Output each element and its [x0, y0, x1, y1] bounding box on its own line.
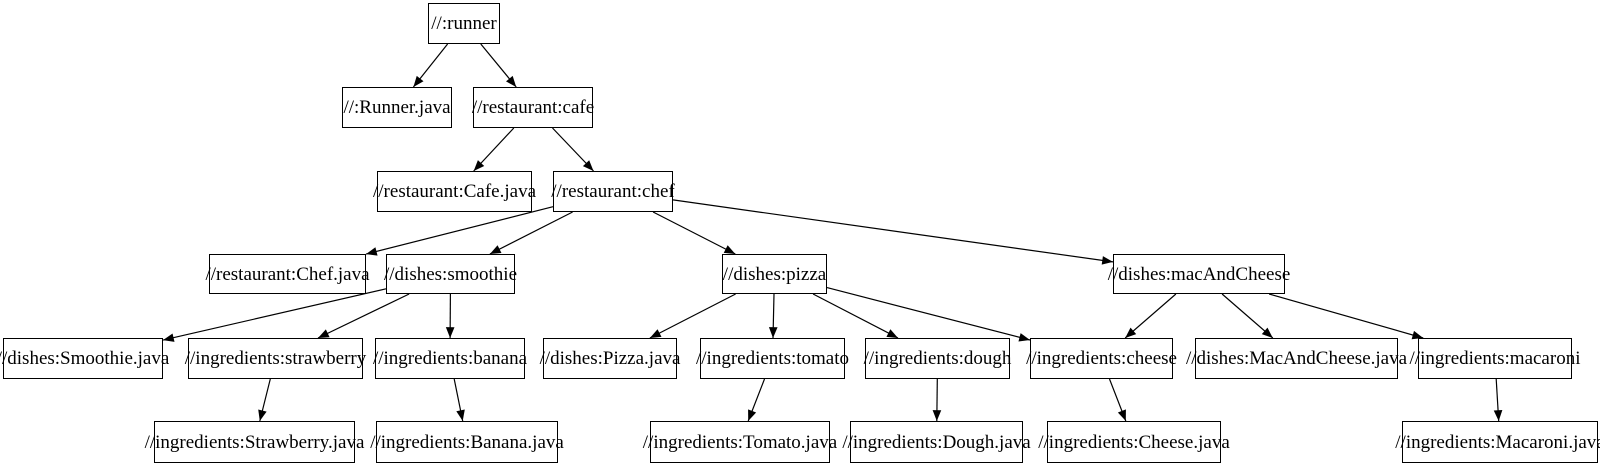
graph-node-dough: //ingredients:dough	[863, 338, 1012, 379]
graph-edge-cafe-to-cafe_java	[473, 127, 515, 172]
graph-node-label: //:Runner.java	[343, 97, 451, 118]
graph-node-label: //restaurant:cafe	[471, 97, 595, 118]
graph-node-mac_and_cheese_java: //dishes:MacAndCheese.java	[1186, 338, 1407, 379]
graph-edge-tomato-to-tomato_java	[747, 378, 766, 422]
graph-node-label: //ingredients:macaroni	[1409, 348, 1581, 369]
graph-node-label: //:runner	[431, 13, 497, 34]
graph-node-label: //ingredients:strawberry	[184, 348, 367, 369]
graph-node-label: //restaurant:chef	[551, 181, 675, 202]
graph-node-label: //dishes:pizza	[722, 263, 827, 285]
graph-edge-strawberry-to-strawberry_java	[258, 378, 271, 422]
graph-node-tomato_java: //ingredients:Tomato.java	[643, 421, 837, 463]
graph-edge-runner-to-runner_java	[412, 43, 449, 88]
graph-node-label: //ingredients:banana	[372, 348, 528, 369]
graph-node-runner_java: //:Runner.java	[342, 87, 452, 128]
graph-edge-banana-to-banana_java	[453, 378, 465, 422]
graph-node-label: //ingredients:Dough.java	[842, 431, 1031, 453]
graph-edge-chef-to-smoothie	[489, 211, 573, 255]
graph-node-label: //dishes:macAndCheese	[1107, 263, 1291, 285]
graph-node-strawberry_java: //ingredients:Strawberry.java	[145, 421, 364, 463]
graph-edge-smoothie-to-smoothie_java	[162, 288, 387, 342]
graph-node-label: //ingredients:Banana.java	[370, 431, 564, 453]
graph-edge-smoothie-to-strawberry	[317, 293, 410, 339]
graph-node-chef: //restaurant:chef	[551, 171, 675, 212]
graph-node-smoothie: //dishes:smoothie	[384, 254, 517, 294]
graph-node-dough_java: //ingredients:Dough.java	[842, 421, 1031, 463]
graph-node-label: //restaurant:Cafe.java	[373, 181, 537, 202]
graph-edge-mac_and_cheese-to-cheese	[1124, 293, 1177, 339]
graph-node-banana_java: //ingredients:Banana.java	[370, 421, 564, 463]
graph-node-cafe_java: //restaurant:Cafe.java	[373, 171, 536, 212]
graph-edge-mac_and_cheese-to-mac_and_cheese_java	[1221, 293, 1274, 339]
graph-node-label: //ingredients:Macaroni.java	[1395, 431, 1600, 453]
graph-node-cafe: //restaurant:cafe	[471, 87, 595, 128]
graph-edge-pizza-to-cheese	[826, 287, 1031, 342]
graph-edge-pizza-to-tomato	[768, 293, 778, 339]
graph-node-pizza: //dishes:pizza	[722, 254, 827, 294]
graph-node-label: //dishes:Pizza.java	[539, 348, 681, 369]
graph-edge-chef-to-chef_java	[365, 206, 554, 256]
graph-node-label: //dishes:Smoothie.java	[0, 348, 170, 369]
graph-node-chef_java: //restaurant:Chef.java	[205, 254, 370, 294]
graph-node-pizza_java: //dishes:Pizza.java	[540, 338, 680, 379]
graph-node-label: //ingredients:Tomato.java	[642, 431, 838, 453]
graph-node-macaroni_java: //ingredients:Macaroni.java	[1395, 421, 1600, 463]
graph-edge-pizza-to-dough	[812, 293, 899, 339]
graph-node-smoothie_java: //dishes:Smoothie.java	[0, 338, 169, 379]
graph-node-tomato: //ingredients:tomato	[696, 338, 849, 379]
graph-edge-macaroni-to-macaroni_java	[1493, 378, 1503, 422]
graph-node-cheese: //ingredients:cheese	[1026, 338, 1177, 379]
graph-node-mac_and_cheese: //dishes:macAndCheese	[1108, 254, 1290, 294]
graph-node-strawberry: //ingredients:strawberry	[185, 338, 366, 379]
graph-edge-mac_and_cheese-to-macaroni	[1268, 293, 1424, 340]
graph-edge-cheese-to-cheese_java	[1108, 378, 1127, 422]
graph-node-label: //dishes:MacAndCheese.java	[1185, 348, 1408, 369]
graph-node-banana: //ingredients:banana	[372, 338, 528, 379]
graph-node-label: //ingredients:Strawberry.java	[144, 431, 365, 453]
graph-edge-pizza-to-pizza_java	[649, 293, 736, 339]
graph-edge-dough-to-dough_java	[932, 378, 942, 422]
graph-node-cheese_java: //ingredients:Cheese.java	[1038, 421, 1230, 463]
graph-edge-runner-to-cafe	[480, 43, 517, 88]
graph-node-runner: //:runner	[428, 3, 500, 44]
graph-node-label: //dishes:smoothie	[384, 263, 517, 285]
edge-group	[162, 43, 1503, 422]
graph-node-label: //ingredients:Cheese.java	[1038, 431, 1230, 453]
graph-edge-cafe-to-chef	[552, 127, 594, 172]
graph-edge-chef-to-pizza	[652, 211, 736, 255]
graph-node-macaroni: //ingredients:macaroni	[1410, 338, 1580, 379]
graph-node-label: //ingredients:tomato	[695, 348, 850, 369]
graph-node-label: //restaurant:Chef.java	[205, 263, 370, 285]
graph-node-label: //ingredients:dough	[863, 348, 1012, 369]
graph-edge-chef-to-mac_and_cheese	[672, 199, 1114, 265]
graph-node-label: //ingredients:cheese	[1026, 348, 1177, 369]
